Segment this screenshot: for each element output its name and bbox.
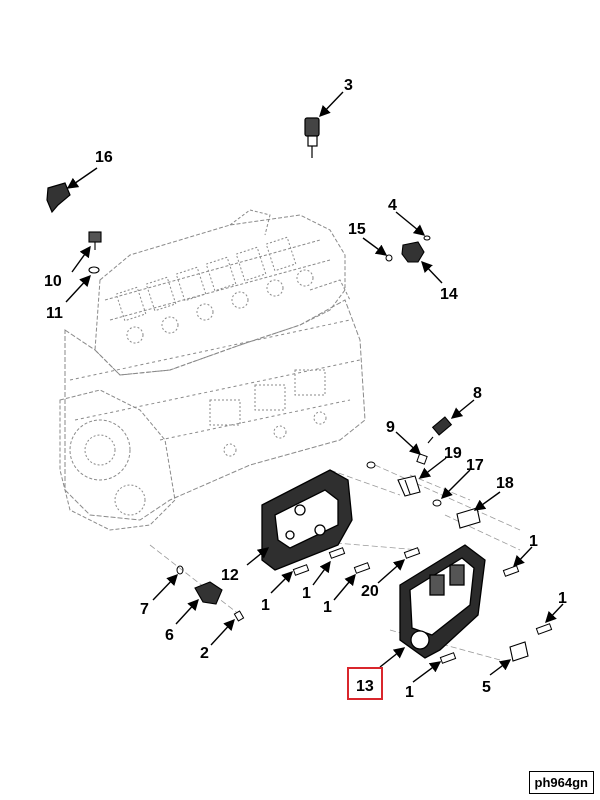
part-7-oring (176, 565, 184, 575)
callout-12: 12 (221, 567, 239, 584)
part-17-oring (432, 499, 442, 507)
callout-10: 10 (44, 273, 62, 290)
highlight-box-13 (347, 667, 383, 700)
gasket-ring (366, 461, 376, 469)
part-11-washer (88, 266, 100, 274)
callout-labels: 3 16 4 15 10 14 11 8 9 19 17 18 1 12 20 … (44, 77, 567, 701)
callout-13: 13 (356, 678, 374, 695)
engine-block (59, 209, 366, 531)
callout-8: 8 (473, 385, 482, 402)
callout-5: 5 (482, 679, 491, 696)
callout-2: 2 (200, 645, 209, 662)
callout-1-bottom: 1 (405, 684, 414, 701)
callout-19: 19 (444, 445, 462, 462)
part-5-plate (509, 641, 529, 662)
part-12-gasket (261, 469, 353, 571)
callout-1-left-c: 1 (323, 599, 332, 616)
part-14-sensor (401, 241, 425, 263)
callout-1-right-lower: 1 (558, 590, 567, 607)
callout-1-left-a: 1 (261, 597, 270, 614)
part-4-clip (423, 235, 431, 241)
part-13-module (399, 544, 486, 659)
part-10-plug (88, 231, 102, 250)
callout-9: 9 (386, 419, 395, 436)
callout-6: 6 (165, 627, 174, 644)
callout-4: 4 (388, 197, 397, 214)
part-15-oring (385, 254, 393, 262)
callout-17: 17 (466, 457, 484, 474)
callout-16: 16 (95, 149, 113, 166)
callout-15: 15 (348, 221, 366, 238)
callout-20: 20 (361, 583, 379, 600)
leader-lines (65, 91, 564, 683)
part-8-sensor (427, 416, 453, 444)
callout-1-right-upper: 1 (529, 533, 538, 550)
callout-11: 11 (46, 305, 63, 322)
callout-3: 3 (344, 77, 353, 94)
callout-18: 18 (496, 475, 514, 492)
part-16-sensor (46, 182, 71, 214)
callout-14: 14 (440, 286, 458, 303)
part-19-connector (397, 475, 421, 497)
part-9-plug (416, 453, 428, 465)
callout-1-left-b: 1 (302, 585, 311, 602)
callout-7: 7 (140, 601, 149, 618)
capscrews (292, 547, 553, 664)
reference-code: ph964gn (528, 771, 594, 794)
part-3-sensor (304, 117, 320, 158)
part-18-dowel (456, 507, 481, 529)
part-6-sensor (194, 581, 223, 605)
part-2-screw (233, 610, 245, 622)
